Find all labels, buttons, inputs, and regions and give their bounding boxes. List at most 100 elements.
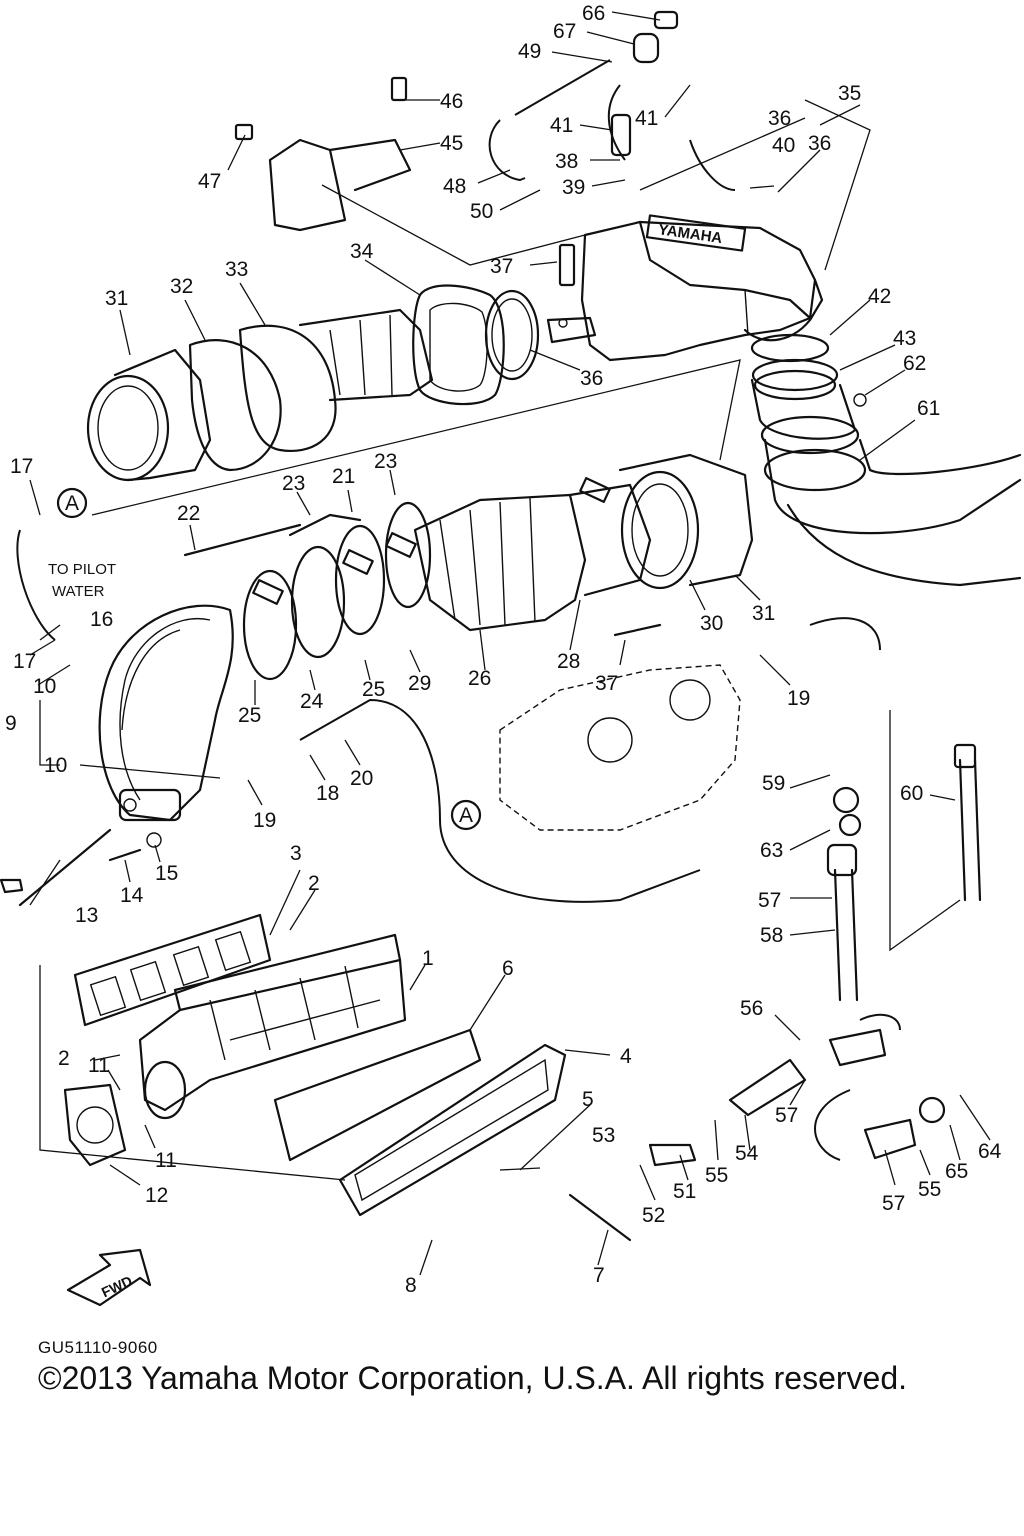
exhaust-manifold-1 bbox=[138, 933, 407, 1120]
fwd-arrow-icon bbox=[66, 1248, 152, 1307]
callout-65: 63 bbox=[760, 839, 783, 862]
fwd-label: FWD bbox=[99, 1272, 135, 1300]
callout-67: 65 bbox=[945, 1160, 968, 1183]
callout-42: 41 bbox=[550, 114, 573, 137]
callout-59: 57 bbox=[758, 889, 781, 912]
callout-56: 55 bbox=[918, 1178, 941, 1201]
callout-8: 8 bbox=[405, 1274, 417, 1297]
callout-58: 57 bbox=[882, 1192, 905, 1215]
callout-44: 42 bbox=[868, 285, 891, 308]
callout-40: 38 bbox=[555, 150, 578, 173]
callout-25-b: 25 bbox=[362, 678, 385, 701]
callout-43: 41 bbox=[635, 107, 658, 130]
callout-34: 34 bbox=[350, 240, 374, 263]
callout-32: 32 bbox=[170, 275, 193, 298]
callout-57-c: 57 bbox=[775, 1104, 798, 1127]
callout-50: 49 bbox=[518, 40, 541, 63]
parts-artwork bbox=[0, 10, 1022, 1307]
small-fittings bbox=[0, 10, 977, 1242]
callout-labels: 66 67 49 46 45 47 41 41 38 39 48 50 35 3… bbox=[5, 2, 1002, 1297]
callout-12: 12 bbox=[145, 1184, 168, 1207]
callout-21: 21 bbox=[332, 465, 355, 488]
callout-2-a: 2 bbox=[308, 872, 320, 895]
callout-4: 4 bbox=[620, 1045, 632, 1068]
callout-54: 53 bbox=[592, 1124, 615, 1147]
exhaust-elbow-9 bbox=[98, 604, 234, 822]
callout-6: 6 bbox=[502, 957, 514, 980]
callout-25-a: 25 bbox=[238, 704, 261, 727]
muffler-assembly bbox=[86, 308, 434, 482]
joint-clamps-63 bbox=[750, 333, 1022, 587]
callout-41-a: 39 bbox=[562, 176, 585, 199]
callout-55: 54 bbox=[735, 1142, 759, 1165]
callout-3: 3 bbox=[290, 842, 302, 865]
callout-22: 22 bbox=[177, 502, 200, 525]
callout-35: 35 bbox=[838, 82, 861, 105]
ref-marker-a-bottom-label: A bbox=[459, 804, 473, 827]
callout-66: 64 bbox=[978, 1140, 1002, 1163]
callout-47: 46 bbox=[440, 90, 463, 113]
callout-53: 52 bbox=[642, 1204, 665, 1227]
callout-39: 37 bbox=[490, 255, 513, 278]
ref-marker-a-bottom bbox=[450, 799, 482, 831]
callout-48: 47 bbox=[198, 170, 221, 193]
callout-51: 50 bbox=[470, 200, 493, 223]
callout-38: 37 bbox=[595, 672, 618, 695]
callout-19-a: 19 bbox=[787, 687, 810, 710]
callout-19-b: 19 bbox=[253, 809, 276, 832]
pilot-water-note-line2: WATER bbox=[52, 583, 105, 600]
gasket-34 bbox=[412, 284, 540, 406]
callout-24: 24 bbox=[300, 690, 324, 713]
callout-16: 16 bbox=[90, 608, 113, 631]
callout-69: 67 bbox=[553, 20, 576, 43]
callout-5: 5 bbox=[582, 1088, 594, 1111]
manifold-cover-6 bbox=[273, 1028, 567, 1217]
callout-15: 15 bbox=[155, 862, 178, 885]
copyright-notice: ©2013 Yamaha Motor Corporation, U.S.A. A… bbox=[38, 1360, 908, 1396]
callout-7: 7 bbox=[593, 1264, 605, 1287]
callout-64: 62 bbox=[903, 352, 926, 375]
callout-57-a: 55 bbox=[705, 1164, 728, 1187]
callout-17-a: 17 bbox=[10, 455, 33, 478]
callout-57-b: 56 bbox=[740, 997, 763, 1020]
callout-26: 26 bbox=[468, 667, 491, 690]
callout-17-b: 17 bbox=[13, 650, 36, 673]
callout-30: 31 bbox=[752, 602, 775, 625]
callout-14: 14 bbox=[120, 884, 144, 907]
end-plate-12 bbox=[63, 1083, 127, 1167]
engine-outline bbox=[499, 664, 741, 831]
callout-33: 33 bbox=[225, 258, 248, 281]
callout-36-b: 36 bbox=[808, 132, 831, 155]
exhaust-pipe-assembly bbox=[242, 453, 754, 681]
callout-41-b: 40 bbox=[772, 134, 795, 157]
callout-37: 36 bbox=[580, 367, 603, 390]
callout-68: 66 bbox=[582, 2, 605, 25]
callout-9: 9 bbox=[5, 712, 17, 735]
callout-46: 45 bbox=[440, 132, 463, 155]
callout-62: 60 bbox=[900, 782, 923, 805]
ref-marker-a-top-label: A bbox=[65, 492, 79, 515]
callout-61: 59 bbox=[762, 772, 785, 795]
callout-10-a: 10 bbox=[33, 675, 56, 698]
callout-20: 20 bbox=[350, 767, 373, 790]
callout-60: 58 bbox=[760, 924, 783, 947]
leader-lines bbox=[29, 11, 991, 1276]
ref-marker-a-top bbox=[56, 487, 88, 519]
pilot-water-note-line1: TO PILOT bbox=[48, 561, 116, 578]
callout-31: 31 bbox=[105, 287, 128, 310]
callout-11-a: 11 bbox=[88, 1054, 110, 1077]
callout-2-b: 2 bbox=[58, 1047, 70, 1070]
document-code: GU51110-9060 bbox=[38, 1338, 158, 1357]
gasket-3 bbox=[73, 913, 272, 1027]
callout-23-a: 23 bbox=[282, 472, 305, 495]
callout-13: 13 bbox=[75, 904, 98, 927]
callout-27: 28 bbox=[557, 650, 580, 673]
callout-52: 51 bbox=[673, 1180, 696, 1203]
callout-45: 43 bbox=[893, 327, 916, 350]
callout-10-b: 10 bbox=[44, 754, 67, 777]
callout-18: 18 bbox=[316, 782, 339, 805]
callout-11-b: 11 bbox=[155, 1149, 177, 1172]
callout-36-a: 36 bbox=[768, 107, 791, 130]
water-hoses bbox=[16, 59, 982, 1161]
